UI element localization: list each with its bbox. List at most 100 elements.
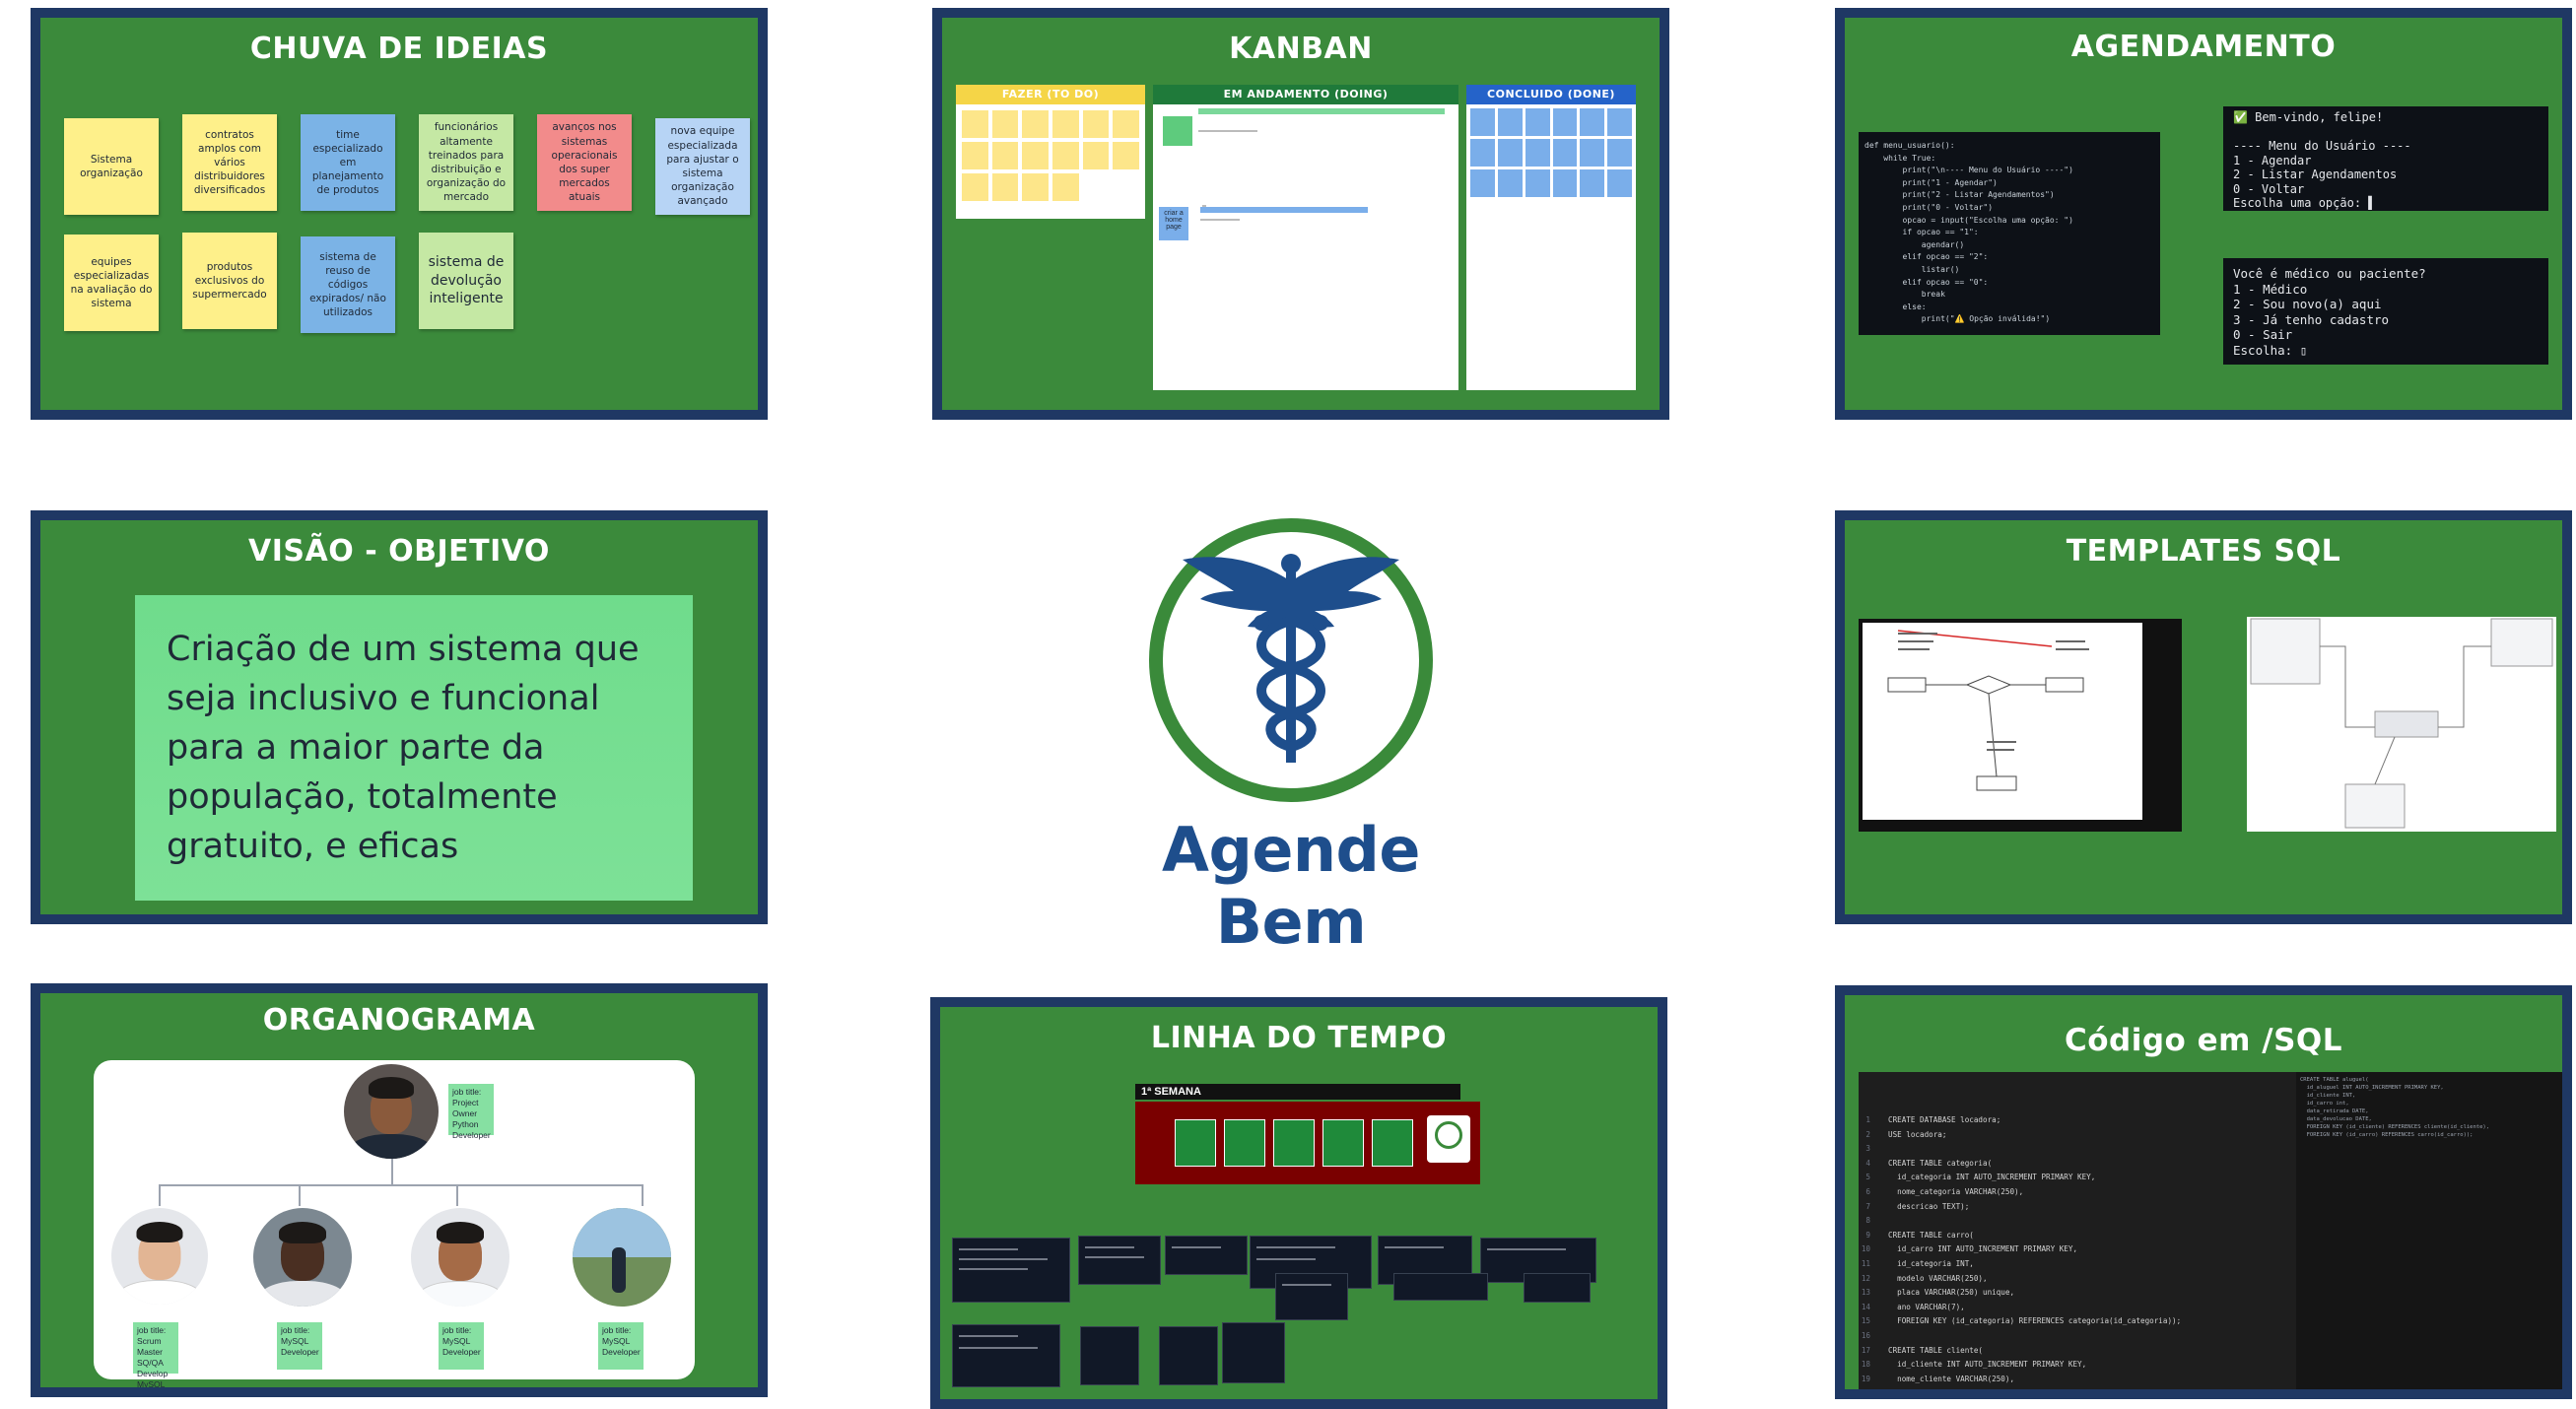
- sticky-note[interactable]: produtos exclusivos do supermercado: [182, 233, 277, 329]
- line-number: 8: [1865, 1216, 1870, 1226]
- sql-side-panel: CREATE TABLE aluguel( id_aluguel INT AUT…: [2296, 1072, 2562, 1389]
- line-number: 10: [1861, 1244, 1870, 1254]
- code-text: nome_categoria VARCHAR(250),: [1888, 1186, 2024, 1196]
- line-number: 1: [1865, 1115, 1870, 1124]
- logo-text: Agende Bem: [1162, 814, 1420, 958]
- line-number: 16: [1861, 1330, 1870, 1340]
- sticky-note[interactable]: avanços nos sistemas operacionais dos su…: [537, 114, 632, 211]
- code-line: 10 id_carro INT AUTO_INCREMENT PRIMARY K…: [1859, 1242, 2296, 1257]
- code-text: id_carro INT AUTO_INCREMENT PRIMARY KEY,: [1888, 1244, 2078, 1254]
- panel-title: TEMPLATES SQL: [2066, 534, 2341, 569]
- panel-organograma[interactable]: ORGANOGRAMA job title: Project Owner Pyt…: [31, 983, 768, 1397]
- sticky-note[interactable]: contratos amplos com vários distribuidor…: [182, 114, 277, 211]
- code-line: 15 FOREIGN KEY (id_categoria) REFERENCES…: [1859, 1314, 2296, 1329]
- kanban-doing-column: EM ANDAMENTO (DOING) criar a home page: [1153, 85, 1458, 390]
- sticky-note[interactable]: equipes especializadas na avaliação do s…: [64, 235, 159, 331]
- panel-title: KANBAN: [1229, 32, 1373, 66]
- caduceus-logo-icon: [1149, 518, 1433, 802]
- avatar: [411, 1208, 509, 1307]
- panel-title: CHUVA DE IDEIAS: [249, 32, 549, 66]
- panel-chuva-de-ideias[interactable]: CHUVA DE IDEIAS Sistema organização cont…: [31, 8, 768, 420]
- kanban-doing-header: EM ANDAMENTO (DOING): [1153, 85, 1458, 104]
- line-number: 4: [1865, 1158, 1870, 1168]
- job-card: job title: Project Owner Python Develope…: [448, 1084, 494, 1140]
- line-number: 12: [1861, 1273, 1870, 1283]
- timeline-screenshot: [1165, 1236, 1248, 1275]
- code-text: modelo VARCHAR(250),: [1888, 1273, 1988, 1283]
- sticky-note[interactable]: Sistema organização: [64, 118, 159, 215]
- kanban-done-header: CONCLUIDO (DONE): [1466, 85, 1636, 104]
- timeline-screenshot: [952, 1324, 1060, 1387]
- panel-title: VISÃO - OBJETIVO: [248, 534, 550, 569]
- sticky-note[interactable]: sistema de devolução inteligente: [419, 233, 513, 329]
- terminal-output[interactable]: ✅ Bem-vindo, felipe! ---- Menu do Usuári…: [2223, 106, 2548, 211]
- timeline-screenshot: [952, 1238, 1070, 1303]
- sql-editor[interactable]: 1 CREATE DATABASE locadora; 2 USE locadora;…: [1859, 1072, 2296, 1397]
- line-number: 2: [1865, 1129, 1870, 1139]
- job-card: job title: MySQL Developer: [277, 1322, 322, 1370]
- panel-title: LINHA DO TEMPO: [1150, 1021, 1448, 1055]
- code-text: CREATE TABLE carro(: [1888, 1230, 1974, 1240]
- kanban-card[interactable]: criar a home page: [1159, 207, 1188, 240]
- line-number: 7: [1865, 1201, 1870, 1211]
- panel-visao-objetivo[interactable]: VISÃO - OBJETIVO Criação de um sistema q…: [31, 510, 768, 924]
- code-text: id_cliente INT AUTO_INCREMENT PRIMARY KE…: [1888, 1360, 2087, 1370]
- timeline-screenshot: [1393, 1273, 1488, 1301]
- code-line: 17 CREATE TABLE cliente(: [1859, 1344, 2296, 1359]
- line-number: 20: [1861, 1388, 1870, 1397]
- code-line: 2 USE locadora;: [1859, 1128, 2296, 1143]
- sticky-note[interactable]: sistema de reuso de códigos expirados/ n…: [301, 236, 395, 333]
- code-line: 11 id_categoria INT,: [1859, 1257, 2296, 1272]
- code-line: 9 CREATE TABLE carro(: [1859, 1229, 2296, 1243]
- line-number: 15: [1861, 1316, 1870, 1326]
- code-line: 19 nome_cliente VARCHAR(250),: [1859, 1373, 2296, 1387]
- er-diagram-2: [2247, 617, 2556, 832]
- week-label: 1ª SEMANA: [1135, 1084, 1460, 1100]
- timeline-screenshot: [1524, 1273, 1591, 1303]
- code-line: 20 cpf_cliente VARCHAR(11) UNIQUE,: [1859, 1386, 2296, 1397]
- code-editor[interactable]: def menu_usuario(): while True: print("\…: [1859, 132, 2160, 335]
- line-number: 9: [1865, 1230, 1870, 1240]
- terminal-output[interactable]: Você é médico ou paciente? 1 - Médico 2 …: [2223, 258, 2548, 365]
- panel-kanban[interactable]: KANBAN FAZER (TO DO) EM ANDAMENTO (DOING…: [932, 8, 1669, 420]
- kanban-todo-header: FAZER (TO DO): [956, 85, 1145, 104]
- code-text: CREATE TABLE cliente(: [1888, 1345, 1984, 1355]
- line-number: 3: [1865, 1144, 1870, 1154]
- code-text: id_categoria INT AUTO_INCREMENT PRIMARY …: [1888, 1173, 2096, 1182]
- timeline-screenshot: [1222, 1322, 1285, 1383]
- panel-templates-sql[interactable]: TEMPLATES SQL: [1835, 510, 2572, 924]
- code-line: 3: [1859, 1142, 2296, 1157]
- panel-linha-do-tempo[interactable]: LINHA DO TEMPO 1ª SEMANA: [930, 997, 1667, 1409]
- code-line: 13 placa VARCHAR(250) unique,: [1859, 1286, 2296, 1301]
- panel-title: AGENDAMENTO: [2070, 30, 2337, 64]
- kanban-done-column: CONCLUIDO (DONE): [1466, 85, 1636, 390]
- week-board: [1135, 1102, 1480, 1184]
- vision-text: Criação de um sistema que seja inclusivo…: [135, 595, 693, 901]
- avatar: [111, 1208, 208, 1305]
- sticky-note[interactable]: time especializado em planejamento de pr…: [301, 114, 395, 211]
- code-line: 12 modelo VARCHAR(250),: [1859, 1272, 2296, 1287]
- code-text: CREATE DATABASE locadora;: [1888, 1115, 2001, 1124]
- code-text: FOREIGN KEY (id_categoria) REFERENCES ca…: [1888, 1316, 2182, 1326]
- code-text: CREATE TABLE categoria(: [1888, 1158, 1993, 1168]
- sticky-note[interactable]: funcionários altamente treinados para di…: [419, 114, 513, 211]
- code-text: USE locadora;: [1888, 1129, 1947, 1139]
- code-line: 7 descricao TEXT);: [1859, 1200, 2296, 1215]
- timeline-screenshot: [1159, 1326, 1218, 1385]
- code-text: ano VARCHAR(7),: [1888, 1302, 1965, 1311]
- code-text: nome_cliente VARCHAR(250),: [1888, 1374, 2015, 1383]
- line-number: 13: [1861, 1288, 1870, 1298]
- code-line: 16: [1859, 1329, 2296, 1344]
- job-card: job title: Scrum Master SQ/QA Develop My…: [133, 1322, 178, 1387]
- job-card: job title: MySQL Developer: [598, 1322, 644, 1370]
- code-line: 6 nome_categoria VARCHAR(250),: [1859, 1185, 2296, 1200]
- line-number: 17: [1861, 1345, 1870, 1355]
- avatar: [573, 1208, 671, 1307]
- code-line: 8: [1859, 1214, 2296, 1229]
- panel-title: ORGANOGRAMA: [262, 1003, 536, 1038]
- panel-agendamento[interactable]: AGENDAMENTO def menu_usuario(): while Tr…: [1835, 8, 2572, 420]
- avatar: [253, 1208, 352, 1307]
- code-line: 14 ano VARCHAR(7),: [1859, 1301, 2296, 1315]
- sticky-note[interactable]: nova equipe especializada para ajustar o…: [655, 118, 750, 215]
